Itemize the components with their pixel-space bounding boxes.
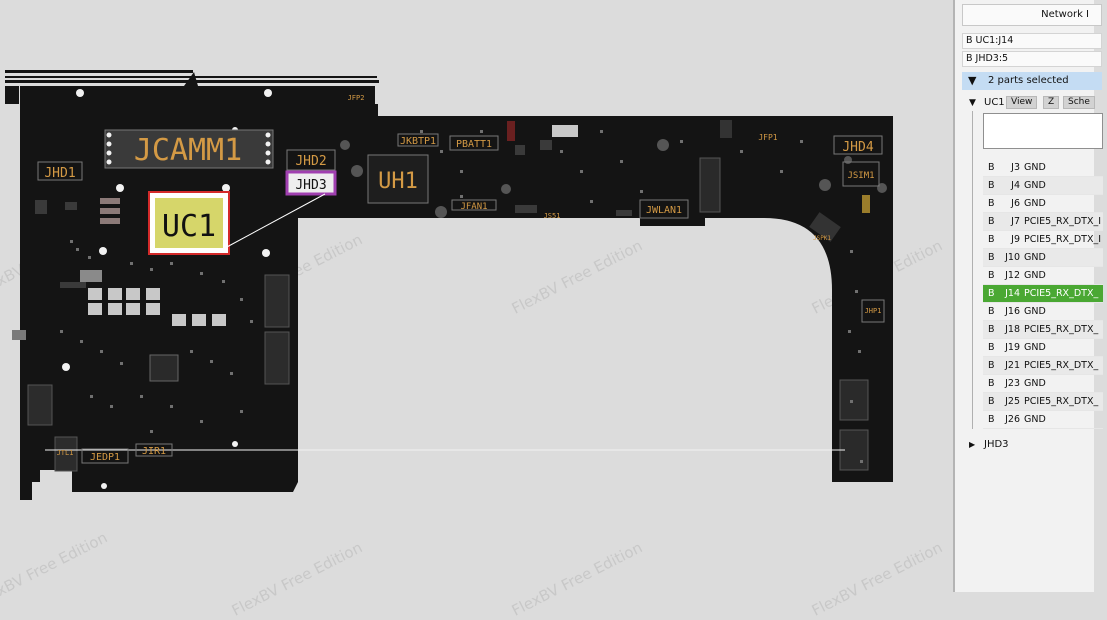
label-jir1: JIR1 [142, 446, 166, 457]
part-jhp1 [861, 299, 885, 323]
jcamm1-pins [106, 132, 271, 165]
schematic-button[interactable]: Sche [1063, 96, 1095, 109]
pin-filter-input[interactable] [983, 113, 1103, 149]
part-jedp1 [81, 448, 129, 464]
mounting-holes [62, 89, 828, 489]
part-jhd2 [286, 149, 336, 171]
selection-line[interactable]: B JHD3:5 [962, 51, 1102, 67]
board-outline [20, 72, 893, 500]
part-name: UC1 [984, 97, 1005, 108]
part-jhd3 [285, 170, 337, 196]
parts-selected-label: 2 parts selected [988, 75, 1069, 86]
label-jedp1: JEDP1 [90, 452, 120, 463]
tree-connector-line [972, 111, 973, 429]
side-panel: Network I B UC1:J14 B JHD3:5 ▼ 2 parts s… [955, 0, 1103, 592]
part-cap-pair [552, 125, 578, 137]
label-jwlan1: JWLAN1 [646, 205, 682, 216]
label-uc1: UC1 [162, 209, 216, 244]
selection-line[interactable]: B UC1:J14 [962, 33, 1102, 49]
part-jfan1 [451, 199, 497, 211]
label-jkbtp1: JKBTP1 [400, 136, 436, 147]
collapse-triangle-icon[interactable]: ▼ [969, 98, 976, 108]
parts-selected-header[interactable]: ▼ 2 parts selected [962, 72, 1102, 90]
label-jhd1: JHD1 [44, 166, 75, 181]
zoom-button[interactable]: Z [1043, 96, 1060, 109]
expand-triangle-icon[interactable]: ▶ [969, 440, 976, 449]
board-rail [5, 70, 193, 73]
part-row-uc1[interactable]: ▼ UC1 View Z Sche [967, 95, 1107, 111]
label-jcamm1: JCAMM1 [134, 133, 242, 168]
part-jkbtp1 [397, 133, 439, 147]
label-pbatt1: PBATT1 [456, 139, 492, 150]
view-button[interactable]: View [1006, 96, 1038, 109]
part-jir1 [135, 443, 173, 457]
collapse-triangle-icon[interactable]: ▼ [968, 74, 977, 87]
network-button[interactable]: Network I [962, 4, 1102, 26]
label-uh1: UH1 [378, 169, 418, 194]
label-jfan1: JFAN1 [460, 202, 487, 212]
board-rail [5, 86, 19, 104]
board-rail [5, 76, 377, 78]
label-jfp1: JFP1 [758, 133, 777, 142]
part-uc1-body [155, 198, 223, 248]
label-jhd4: JHD4 [842, 140, 873, 155]
panel-divider[interactable] [953, 0, 955, 592]
part-pbatt1 [449, 135, 499, 151]
part-jhd4 [833, 135, 883, 155]
pcb-speckles [60, 130, 863, 463]
part-uh1 [367, 154, 429, 204]
part-name: JHD3 [984, 439, 1009, 450]
label-jhd3: JHD3 [295, 178, 326, 193]
part-jhd1 [37, 161, 83, 181]
label-jspk1: JSPK1 [813, 235, 831, 242]
label-jhd2: JHD2 [295, 154, 326, 169]
label-jtl1: JTL1 [57, 449, 74, 457]
label-js51: JS51 [544, 212, 561, 220]
net-highlight-line [224, 193, 326, 249]
label-jfp2: JFP2 [348, 94, 365, 102]
label-jsim1: JSIM1 [847, 171, 874, 181]
part-jsim1 [842, 161, 880, 187]
part-jwlan1 [639, 199, 689, 219]
board-rail [5, 80, 379, 83]
grey-pads [340, 139, 887, 218]
part-jcamm1 [104, 129, 274, 169]
inductor-array [88, 288, 226, 326]
label-jhp1: JHP1 [865, 307, 882, 315]
board-canvas[interactable]: FlexBV Free Edition FlexBV Free Edition … [0, 0, 954, 620]
small-components [12, 120, 870, 472]
pcb-board[interactable]: JCAMM1 JHD1 JHD2 JHD3 UH1 UC1 JKBTP1 PBA… [0, 0, 954, 592]
